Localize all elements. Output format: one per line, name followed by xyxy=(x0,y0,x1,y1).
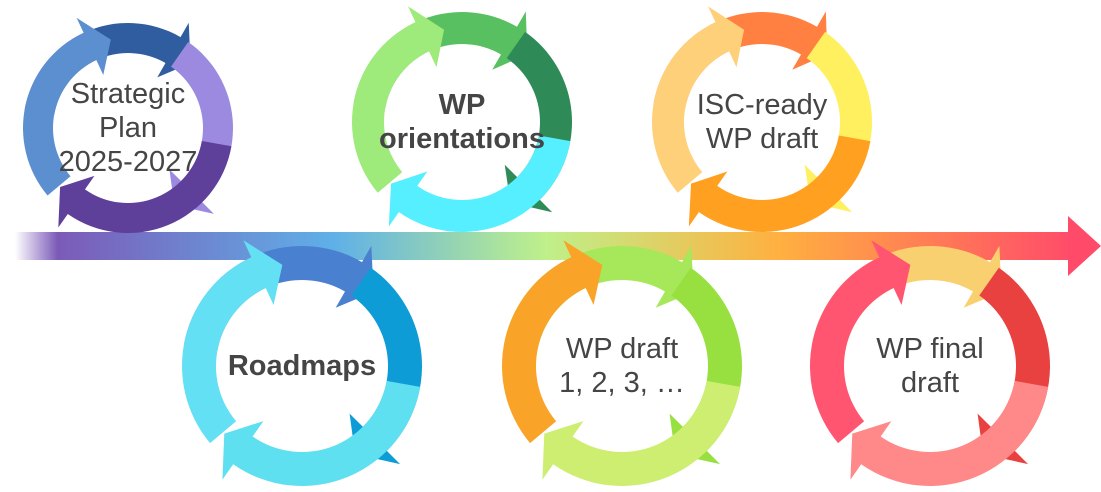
cycle-arrow-segment xyxy=(850,380,1049,487)
cycle-roadmaps xyxy=(181,240,423,487)
stage-label-line: 1, 2, 3, … xyxy=(559,367,685,399)
stage-label-line: WP final xyxy=(876,333,984,365)
cycle-arrow-segment xyxy=(542,380,741,487)
cycle-arrow-segment xyxy=(810,240,911,444)
cycle-wp-final-draft xyxy=(810,240,1050,487)
cycle-arrow-segment xyxy=(688,135,871,232)
cycle-arrow-segment xyxy=(222,380,421,487)
cycle-arrow-segment xyxy=(58,141,232,234)
cycle-arrow-segment xyxy=(351,6,445,193)
stage-label-line: Plan xyxy=(98,112,158,144)
stage-label-line: 2025-2027 xyxy=(58,146,198,178)
cycle-arrow-segment xyxy=(388,135,571,233)
timeline-arrow xyxy=(15,216,1101,276)
stage-label-line: WP draft xyxy=(705,123,819,155)
cycle-arrow-segment xyxy=(501,240,603,444)
stage-label-line: Roadmaps xyxy=(227,350,377,382)
stage-label-line: draft xyxy=(900,367,960,399)
stage-label-line: ISC-ready xyxy=(696,89,828,121)
stage-label-line: WP xyxy=(438,89,486,121)
cycle-arrow-segment xyxy=(652,6,745,193)
cycle-isc-ready-wp-draft xyxy=(652,6,872,232)
cycle-wp-orientations xyxy=(351,6,572,233)
stage-label-line: Strategic xyxy=(70,78,186,110)
stage-label-line: orientations xyxy=(379,123,545,155)
cycle-strategic-plan xyxy=(22,17,234,234)
cycle-arrow-segment xyxy=(22,17,111,196)
cycle-wp-draft-iterations xyxy=(501,240,742,487)
stage-label-roadmaps: Roadmaps xyxy=(212,349,392,383)
cycle-arrow-segment xyxy=(181,240,283,444)
stage-label-line: WP draft xyxy=(565,333,679,365)
